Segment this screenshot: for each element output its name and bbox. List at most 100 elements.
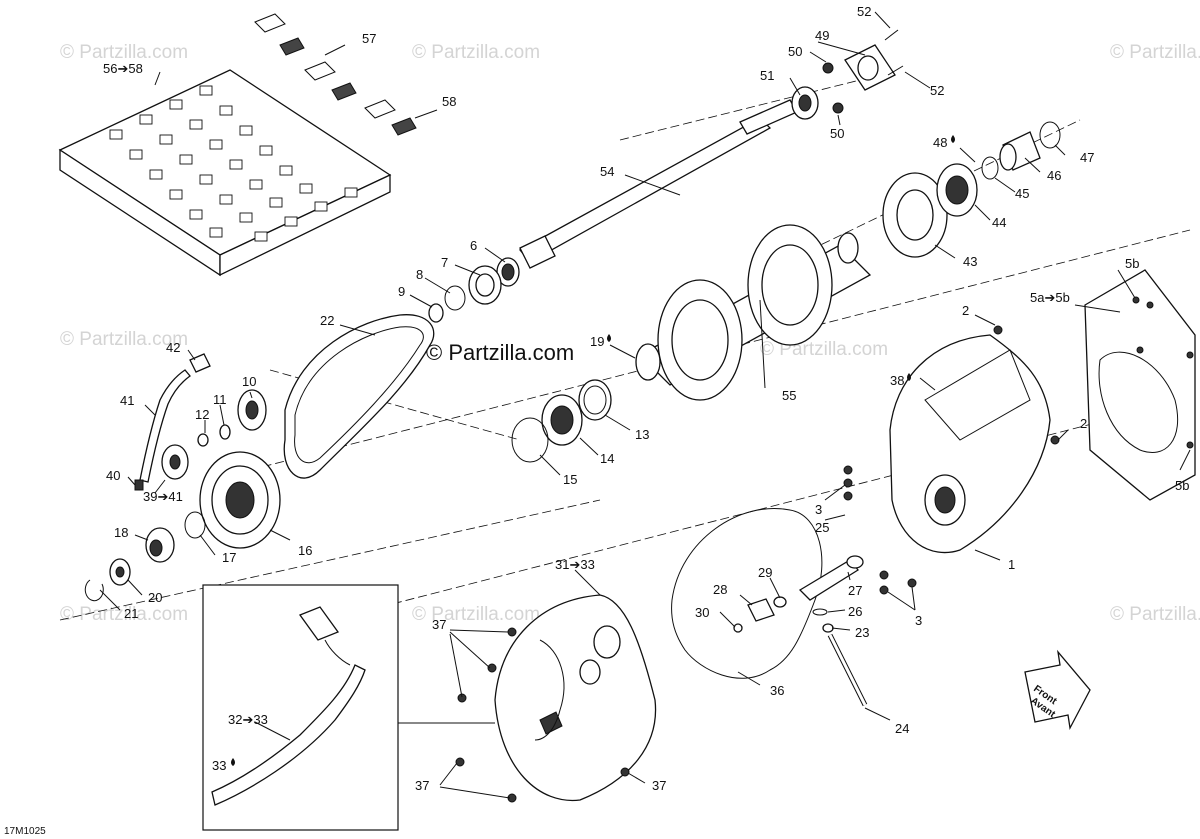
callout-3: 3 (815, 502, 822, 517)
callout-10: 10 (242, 374, 256, 389)
callout-15: 15 (563, 472, 577, 487)
ring-26 (812, 608, 828, 616)
svg-text:38: 38 (890, 373, 904, 388)
oil-drop-icon (907, 373, 911, 381)
screws (455, 296, 1194, 803)
sprocket-10 (237, 389, 267, 431)
svg-text:19: 19 (590, 334, 604, 349)
callout-17: 17 (222, 550, 236, 565)
callout-47: 47 (1080, 150, 1094, 165)
watermark: © Partzilla.com (60, 42, 188, 63)
watermark: © Partzilla.com (1110, 42, 1200, 63)
callout-18: 18 (114, 525, 128, 540)
callout-11: 11 (213, 392, 227, 407)
callout-8: 8 (416, 267, 423, 282)
oil-drop-icon (951, 135, 955, 143)
callout-41: 41 (120, 393, 134, 408)
callout-37: 37 (432, 617, 446, 632)
callout-43: 43 (963, 254, 977, 269)
callout-27: 27 (848, 583, 862, 598)
callout-51: 51 (760, 68, 774, 83)
o-ring-45 (981, 156, 999, 180)
oil-drop-icon (231, 758, 235, 766)
ring-17 (184, 511, 206, 539)
callout-36: 36 (770, 683, 784, 698)
callout-29: 29 (758, 565, 772, 580)
slide-mat-56 (58, 69, 392, 277)
callout-1: 1 (1008, 557, 1015, 572)
callout-55: 55 (782, 388, 796, 403)
callout-49: 49 (815, 28, 829, 43)
bearing-44 (936, 163, 978, 217)
callout-labels: 1 2 2 3 3 5a➔5b 5b 5b 6 7 8 9 10 11 12 1… (103, 4, 1189, 793)
watermark: © Partzilla.com (412, 42, 540, 63)
callout-24: 24 (895, 721, 909, 736)
callout-58: 58 (442, 94, 456, 109)
gasket-36 (671, 508, 823, 679)
callout-40: 40 (106, 468, 120, 483)
callout-5a-5b: 5a➔5b (1030, 290, 1070, 305)
callout-28: 28 (713, 582, 727, 597)
drive-chain-22 (283, 314, 435, 479)
main-watermark: © Partzilla.com (426, 340, 574, 365)
callout-26: 26 (848, 604, 862, 619)
callout-30: 30 (695, 605, 709, 620)
callout-37: 37 (415, 778, 429, 793)
nut-20 (109, 558, 131, 586)
callout-48: 48 (933, 135, 955, 150)
sprocket-16 (199, 451, 281, 549)
drive-shaft-54 (518, 99, 798, 269)
callout-2: 2 (1080, 416, 1087, 431)
watermark-layer: © Partzilla.com © Partzilla.com © Partzi… (60, 42, 1200, 625)
callout-19: 19 (590, 334, 611, 349)
callout-12: 12 (195, 407, 209, 422)
callout-25: 25 (815, 520, 829, 535)
chaincase-housing-1 (889, 334, 1051, 554)
callout-32-33: 32➔33 (228, 712, 268, 727)
callout-37: 37 (652, 778, 666, 793)
callout-46: 46 (1047, 168, 1061, 183)
callout-44: 44 (992, 215, 1006, 230)
watermark: © Partzilla.com (60, 604, 188, 625)
bearing-cover-43 (882, 172, 948, 258)
callout-45: 45 (1015, 186, 1029, 201)
sprocket-assembly-55 (635, 224, 872, 401)
ring-47 (1039, 121, 1061, 149)
callout-9: 9 (398, 284, 405, 299)
washer-11 (219, 424, 231, 440)
sleeve-46 (999, 131, 1041, 171)
callout-54: 54 (600, 164, 614, 179)
bearing-flange-49-52 (791, 29, 904, 120)
callout-22: 22 (320, 313, 334, 328)
watermark: © Partzilla.com (1110, 604, 1200, 625)
drawing-code: 17M1025 (4, 826, 46, 837)
callout-13: 13 (635, 427, 649, 442)
bearing-stack-6-9 (428, 257, 520, 323)
callout-31-33: 31➔33 (555, 557, 595, 572)
callout-2: 2 (962, 303, 969, 318)
callout-23: 23 (855, 625, 869, 640)
svg-text:48: 48 (933, 135, 947, 150)
tensioner-39-42 (134, 353, 211, 491)
callout-16: 16 (298, 543, 312, 558)
callout-5b: 5b (1125, 256, 1139, 271)
callout-50: 50 (788, 44, 802, 59)
callout-21: 21 (124, 606, 138, 621)
callout-42: 42 (166, 340, 180, 355)
bearing-18 (145, 527, 175, 563)
callout-3: 3 (915, 613, 922, 628)
callout-33: 33 (212, 758, 235, 773)
gasket-5 (1084, 269, 1196, 501)
cam-28-30 (733, 596, 787, 633)
sensor-32 (211, 606, 366, 806)
svg-text:33: 33 (212, 758, 226, 773)
callout-39-41: 39➔41 (143, 489, 183, 504)
callout-52: 52 (857, 4, 871, 19)
callout-7: 7 (441, 255, 448, 270)
watermark: © Partzilla.com (412, 604, 540, 625)
callout-56-58: 56➔58 (103, 61, 143, 76)
front-direction-arrow: Front Avant (1024, 649, 1091, 731)
callout-20: 20 (148, 590, 162, 605)
callout-5b: 5b (1175, 478, 1189, 493)
washer-23 (822, 623, 834, 633)
